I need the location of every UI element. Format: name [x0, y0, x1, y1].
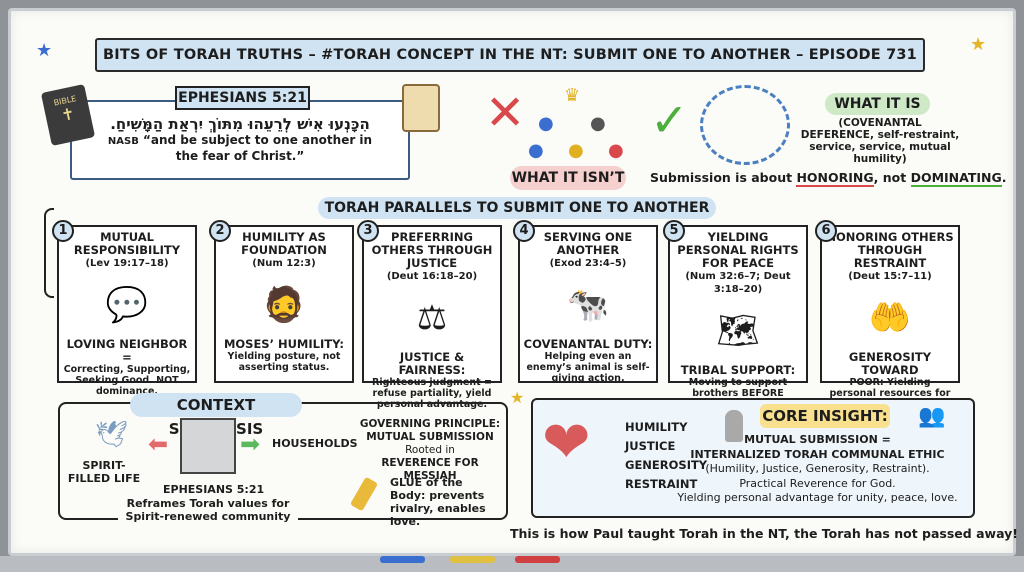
context-center-verse: EPHESIANS 5:21 [163, 483, 265, 496]
hierarchy-icon: ♛ ● ● ● ● ● [528, 85, 624, 161]
page-title: BITS OF TORAH TRUTHS – #TORAH CONCEPT IN… [103, 47, 917, 63]
left-arrow-icon: ⬅ [148, 430, 169, 458]
card-number: 4 [513, 220, 535, 242]
parallel-card: 4 SERVING ONE ANOTHER (Exod 23:4–5) 🐄 CO… [513, 220, 658, 384]
what-it-is-description: (COVENANTAL DEFERENCE, self-restraint, s… [800, 117, 960, 165]
doors-icon [180, 418, 236, 474]
card-title: YIELDING PERSONAL RIGHTS FOR PEACE [677, 230, 799, 270]
card-heading: COVENANTAL DUTY: [523, 337, 653, 351]
verse-label: EPHESIANS 5:21 [175, 86, 310, 110]
card-illustration-icon: 💬 [105, 285, 149, 325]
card-reference: (Exod 23:4–5) [549, 258, 627, 269]
core-insight-text: MUTUAL SUBMISSION =INTERNALIZED TORAH CO… [677, 433, 958, 504]
card-heading: TRIBAL SUPPORT: [680, 363, 796, 377]
connector-line [44, 208, 54, 298]
person-icon [725, 410, 743, 442]
card-number: 1 [52, 220, 74, 242]
core-insight-box [531, 398, 975, 518]
card-heading: MOSES’ HUMILITY: [223, 337, 345, 351]
card-reference: (Num 12:3) [252, 258, 316, 269]
card-title: MUTUAL RESPONSIBILITY [73, 230, 181, 257]
version-label: NASB [107, 136, 139, 147]
parallel-card: 6 HONORING OTHERS THROUGH RESTRAINT (Deu… [815, 220, 960, 410]
card-illustration-icon: 🧔 [262, 285, 306, 325]
english-verse: “and be subject to one another in the fe… [143, 133, 373, 163]
yellow-marker [450, 556, 495, 563]
right-arrow-icon: ➡ [240, 430, 261, 458]
heart-icon: ❤ [542, 408, 591, 476]
submission-statement: Submission is about HONORING, not DOMINA… [650, 170, 1007, 187]
card-body: Helping even an enemy’s animal is self-g… [526, 351, 650, 384]
card-number: 5 [663, 220, 685, 242]
card-body: Righteous judgment = refuse partiality, … [372, 377, 492, 410]
card-number: 2 [209, 220, 231, 242]
card-reference: (Lev 19:17–18) [85, 258, 169, 269]
households: HOUSEHOLDS [272, 437, 358, 450]
card-title: HUMILITY AS FOUNDATION [241, 230, 327, 257]
card-illustration-icon: 🤲 [868, 298, 912, 338]
star-icon: ★ [970, 34, 987, 55]
mutual-service-cycle-icon [700, 85, 790, 165]
card-illustration-icon: 🗺 [716, 311, 760, 351]
x-mark-icon: ✕ [485, 85, 526, 141]
red-marker [515, 556, 560, 563]
card-illustration-icon: ⚖ [416, 298, 448, 338]
card-number: 6 [815, 220, 837, 242]
title-banner: BITS OF TORAH TRUTHS – #TORAH CONCEPT IN… [95, 38, 925, 72]
verse-box: הִכָּנְעוּ אִישׁ לְרֵעֵהוּ מִתּוֹךְ יִרְ… [70, 100, 410, 180]
spirit-filled-life: SPIRIT-FILLED LIFE [67, 459, 141, 485]
parallel-card: 3 PREFERRING OTHERS THROUGH JUSTICE (Deu… [357, 220, 502, 410]
parallel-card: 1 MUTUAL RESPONSIBILITY (Lev 19:17–18) 💬… [52, 220, 197, 397]
checkmark-icon: ✓ [650, 93, 689, 147]
card-body: Correcting, Supporting, Seeking Good. NO… [63, 364, 191, 397]
blue-marker [380, 556, 425, 563]
card-heading: JUSTICE & FAIRNESS: [398, 350, 466, 377]
card-reference: (Deut 16:18–20) [386, 271, 478, 282]
glue-text: GLUE of the Body: prevents rivalry, enab… [390, 476, 486, 528]
card-reference: (Deut 15:7–11) [848, 271, 932, 282]
card-title: HONORING OTHERS THROUGH RESTRAINT [826, 230, 954, 270]
card-reference: (Num 32:6–7; Deut 3:18–20) [685, 271, 791, 295]
star-icon: ★ [510, 388, 525, 407]
people-icon: 👥 [918, 404, 946, 429]
parallel-card: 2 HUMILITY AS FOUNDATION (Num 12:3) 🧔 MO… [209, 220, 354, 383]
hebrew-verse: הִכָּנְעוּ אִישׁ לְרֵעֵהוּ מִתּוֹךְ יִרְ… [110, 115, 370, 133]
card-title: PREFERRING OTHERS THROUGH JUSTICE [371, 230, 493, 270]
reframe-text: Reframes Torah values for Spirit-renewed… [118, 497, 298, 523]
parallel-card: 5 YIELDING PERSONAL RIGHTS FOR PEACE (Nu… [663, 220, 808, 421]
dove-icon: 🕊 [95, 420, 129, 450]
card-illustration-icon: 🐄 [566, 285, 610, 325]
card-body: Yielding posture, not asserting status. [227, 351, 341, 373]
star-icon: ★ [36, 40, 53, 61]
card-title: SERVING ONE ANOTHER [543, 230, 633, 257]
card-number: 3 [357, 220, 379, 242]
card-heading: GENEROSITY TOWARD [848, 350, 932, 377]
core-insight-heading: CORE INSIGHT: [760, 404, 890, 428]
footer-statement: This is how Paul taught Torah in the NT,… [510, 526, 1018, 541]
torah-scroll-icon [402, 84, 440, 132]
what-it-is-label: WHAT IT IS [825, 93, 930, 115]
marker-tray [0, 556, 1024, 572]
card-heading: LOVING NEIGHBOR = [66, 337, 188, 364]
context-heading: CONTEXT SYNTHESIS [130, 393, 302, 438]
parallels-heading: TORAH PARALLELS TO SUBMIT ONE TO ANOTHER [318, 197, 716, 219]
what-it-isnt-label: WHAT IT ISN’T [510, 166, 626, 190]
